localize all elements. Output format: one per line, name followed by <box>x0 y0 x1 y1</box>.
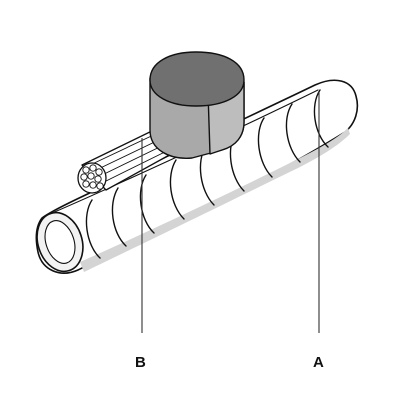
rib <box>85 199 101 259</box>
strand-end <box>89 164 97 172</box>
strand-end <box>96 182 104 190</box>
strand-end <box>95 168 103 176</box>
strand-end <box>94 175 102 183</box>
conduit-end-inner <box>44 220 76 264</box>
rib <box>257 117 273 178</box>
strand-end <box>87 172 95 180</box>
block-top-face <box>149 51 245 107</box>
wire-strand-ends <box>80 164 104 190</box>
rib <box>111 187 127 247</box>
strand-end <box>89 181 97 189</box>
leader-lines <box>141 92 320 333</box>
rib <box>313 89 329 148</box>
strand-end <box>80 173 88 181</box>
rib <box>285 103 301 163</box>
rib <box>169 159 185 220</box>
conduit-underside-shade <box>80 128 350 272</box>
conduit-top-edge <box>49 89 319 215</box>
callout-label-b: B <box>135 354 146 371</box>
rib <box>139 174 155 234</box>
callout-label-a: A <box>313 354 324 371</box>
strand-end <box>82 166 90 174</box>
connector-block <box>149 51 245 159</box>
strand-end <box>82 180 90 188</box>
strand <box>87 130 163 167</box>
